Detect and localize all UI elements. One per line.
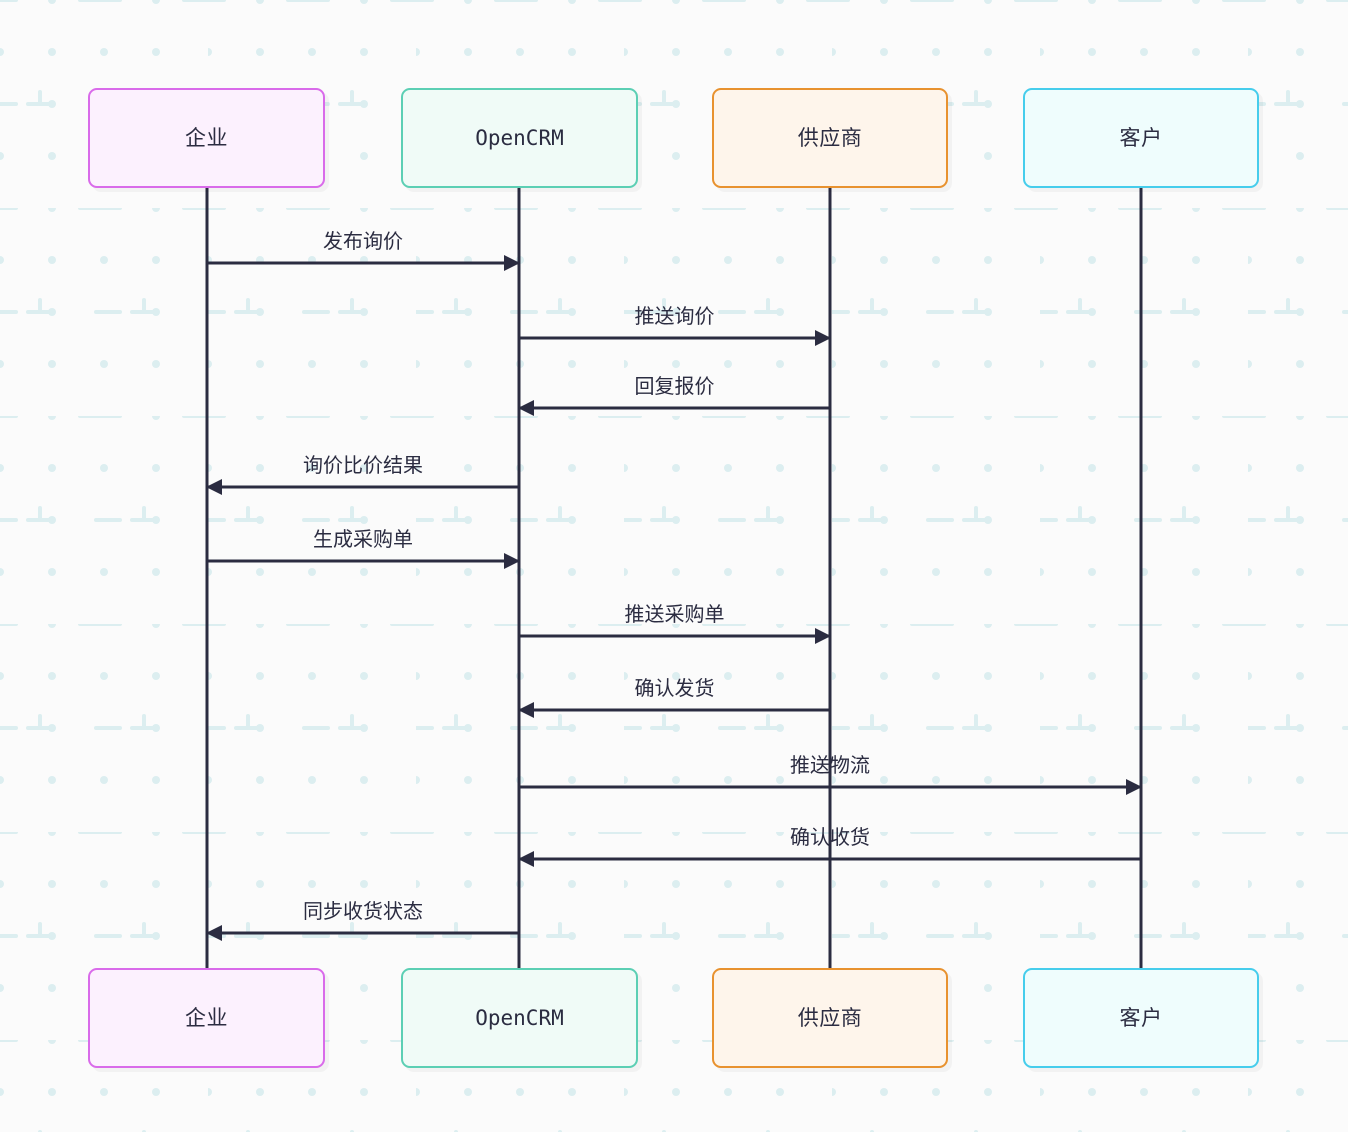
lifeline-supplier (828, 188, 832, 968)
message-label: 同步收货状态 (303, 899, 423, 923)
lifeline-customer (1139, 188, 1143, 968)
message-arrowhead-icon (1126, 779, 1142, 795)
message-label: 确认收货 (790, 825, 870, 849)
participant-label-customer: 客户 (1119, 125, 1163, 150)
message-label: 推送物流 (790, 753, 870, 777)
participant-label-opencrm: OpenCRM (475, 1005, 564, 1030)
participant-label-opencrm: OpenCRM (475, 125, 564, 150)
message-arrowhead-icon (206, 479, 222, 495)
participant-label-customer: 客户 (1119, 1005, 1163, 1030)
participant-label-supplier: 供应商 (797, 1005, 863, 1030)
lifeline-enterprise (205, 188, 209, 968)
message-label: 询价比价结果 (303, 453, 423, 477)
participant-label-supplier: 供应商 (797, 125, 863, 150)
message-arrowhead-icon (815, 330, 831, 346)
participant-box-enterprise-bottom[interactable]: 企业 (88, 968, 325, 1068)
message-line (207, 261, 519, 265)
message-arrowhead-icon (504, 553, 520, 569)
participant-box-supplier-bottom[interactable]: 供应商 (712, 968, 948, 1068)
participant-box-customer-top[interactable]: 客户 (1023, 88, 1259, 188)
message-line (207, 485, 519, 489)
message-arrowhead-icon (518, 400, 534, 416)
participant-box-opencrm-bottom[interactable]: OpenCRM (401, 968, 638, 1068)
participant-box-enterprise-top[interactable]: 企业 (88, 88, 325, 188)
message-line (519, 406, 830, 410)
message-line (207, 559, 519, 563)
participant-label-enterprise: 企业 (185, 1005, 228, 1030)
message-arrowhead-icon (518, 702, 534, 718)
message-label: 推送询价 (634, 304, 715, 328)
message-line (519, 634, 830, 638)
message-label: 确认发货 (634, 676, 715, 700)
message-label: 回复报价 (634, 374, 715, 398)
participant-box-customer-bottom[interactable]: 客户 (1023, 968, 1259, 1068)
message-label: 推送采购单 (624, 602, 725, 626)
message-arrowhead-icon (815, 628, 831, 644)
message-label: 生成采购单 (313, 527, 413, 551)
message-arrowhead-icon (206, 925, 222, 941)
message-line (207, 931, 519, 935)
participant-box-supplier-top[interactable]: 供应商 (712, 88, 948, 188)
message-line (519, 708, 830, 712)
participant-label-enterprise: 企业 (185, 125, 228, 150)
message-label: 发布询价 (323, 229, 403, 253)
message-line (519, 857, 1141, 861)
message-arrowhead-icon (518, 851, 534, 867)
message-line (519, 785, 1141, 789)
participant-box-opencrm-top[interactable]: OpenCRM (401, 88, 638, 188)
message-arrowhead-icon (504, 255, 520, 271)
message-line (519, 336, 830, 340)
